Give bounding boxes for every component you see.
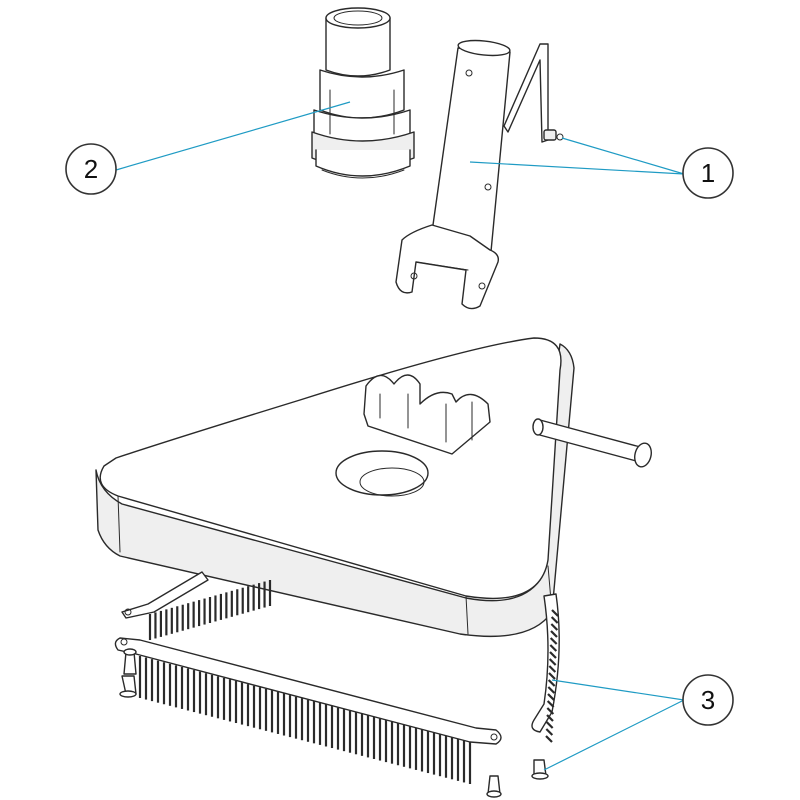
bristle — [545, 735, 553, 743]
bristle — [550, 630, 558, 638]
leader-lines — [115, 101, 685, 771]
bristle — [547, 686, 556, 694]
bristle — [546, 707, 555, 715]
leader-line-1b — [561, 137, 685, 175]
bristle — [545, 728, 554, 736]
bristle — [547, 693, 555, 701]
pole-handle — [395, 39, 564, 310]
bristle — [548, 658, 557, 666]
screw-icon — [119, 675, 137, 698]
brush-strip-side — [531, 593, 560, 743]
bristle — [550, 623, 559, 631]
bristle — [549, 651, 557, 659]
bristle — [548, 665, 557, 673]
hose-connector — [311, 7, 415, 179]
bristle — [549, 644, 558, 652]
brush-strip-front — [114, 637, 502, 784]
bristle — [551, 609, 559, 617]
callout-3-label: 3 — [701, 685, 715, 715]
bristle — [549, 637, 558, 645]
screw-icon — [123, 648, 137, 675]
leader-line-1a — [469, 161, 685, 175]
screw-icon — [531, 759, 549, 780]
triangular-brush-head — [95, 337, 652, 638]
callout-1: 1 — [682, 147, 734, 199]
callout-2: 2 — [65, 143, 117, 195]
leader-line-2 — [115, 101, 351, 171]
brush-strip-back — [121, 571, 272, 640]
bristle — [547, 679, 556, 687]
callout-1-label: 1 — [701, 158, 715, 188]
bristle — [548, 672, 556, 680]
callout-3: 3 — [682, 674, 734, 726]
bristle — [545, 721, 554, 729]
bristle — [550, 616, 559, 624]
leader-line-3a — [551, 679, 685, 701]
bristle — [546, 714, 554, 722]
bristle — [546, 700, 555, 708]
callout-2-label: 2 — [84, 154, 98, 184]
screw-icon — [486, 775, 502, 798]
leader-line-3b — [543, 699, 685, 771]
